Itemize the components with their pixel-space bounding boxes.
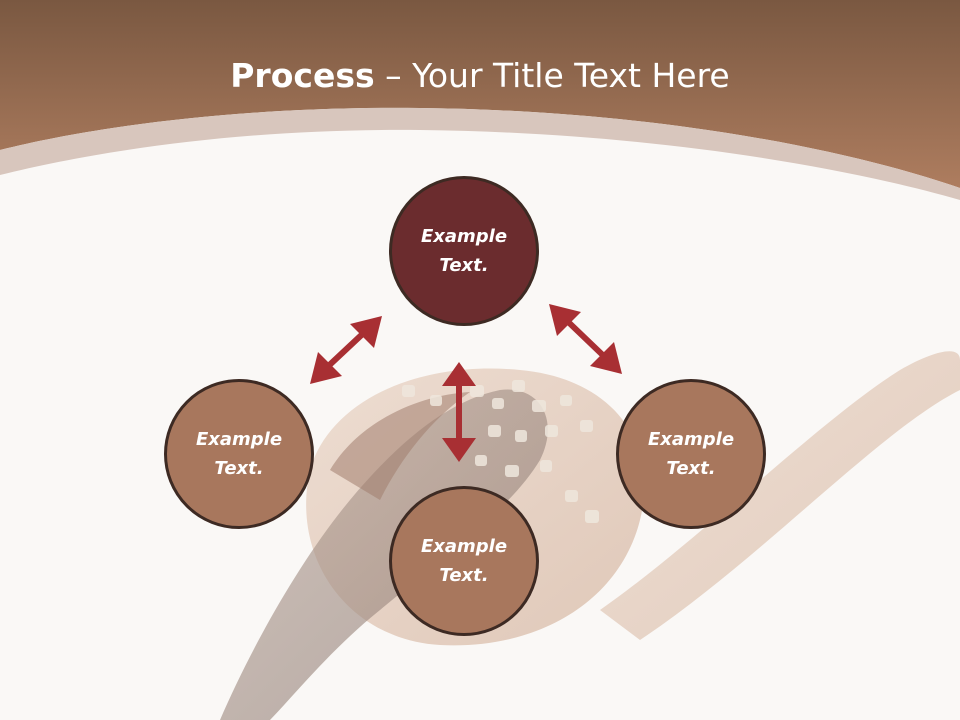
node-bottom-label: Example Text. [420, 536, 508, 586]
title-bold: Process [230, 56, 375, 95]
fish-body [220, 389, 548, 720]
double-arrow-top-right [549, 304, 622, 374]
onion-topping [402, 380, 599, 523]
process-node-top: Example Text. [389, 176, 539, 326]
double-arrow-vertical [442, 362, 476, 462]
node-left-label: Example Text. [195, 429, 283, 479]
fish-head [330, 392, 470, 500]
process-node-bottom: Example Text. [389, 486, 539, 636]
spoon-handle [600, 351, 960, 640]
title-rest: – Your Title Text Here [374, 56, 730, 95]
double-arrow-top-left [310, 316, 382, 384]
node-top-label: Example Text. [420, 226, 508, 276]
page-title: Process – Your Title Text Here [0, 52, 960, 100]
process-node-left: Example Text. [164, 379, 314, 529]
process-node-right: Example Text. [616, 379, 766, 529]
node-right-label: Example Text. [647, 429, 735, 479]
